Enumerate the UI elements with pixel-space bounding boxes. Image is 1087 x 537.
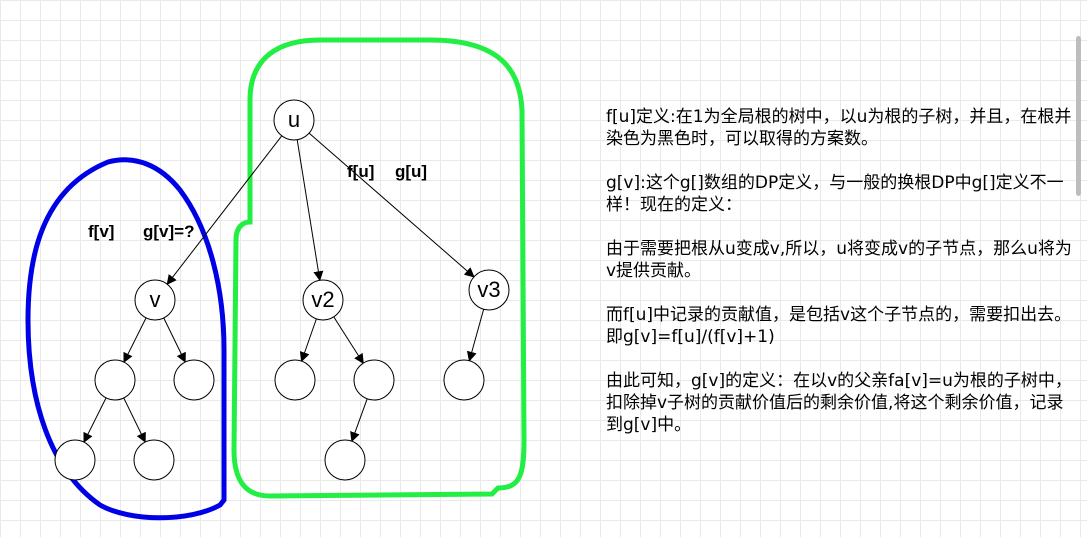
- note-formula: 而f[u]中记录的贡献值，是包括v这个子节点的，需要扣出去。即g[v]=f[u]…: [606, 305, 1072, 347]
- blue-outline: [25, 157, 227, 521]
- note-g-definition: g[v]:这个g[]数组的DP定义，与一般的换根DP中g[]定义不一样！现在的定…: [606, 173, 1064, 215]
- node-v3: [468, 269, 510, 311]
- gv-label: g[v]=?: [143, 222, 194, 241]
- edge-u-v2: [296, 139, 324, 282]
- node-v2_c2: [353, 359, 395, 401]
- scrollbar-thumb[interactable]: [1076, 36, 1081, 196]
- node-label-u: u: [288, 107, 300, 132]
- node-v3_c1: [443, 359, 485, 401]
- edge-v-v_c1: [123, 317, 147, 364]
- node-v2_c1: [274, 359, 316, 401]
- fu-label: f[u]: [347, 162, 374, 181]
- node-label-v2: v2: [311, 287, 334, 312]
- edge-v2_c2-v2_c2_c1: [350, 398, 368, 443]
- scrollbar[interactable]: [1071, 0, 1087, 537]
- node-v_c1_c2: [133, 439, 175, 481]
- edge-v3-v3_c1: [466, 309, 485, 362]
- fv-label: f[v]: [88, 222, 114, 241]
- edge-v_c1-v_c1_c2: [123, 397, 146, 443]
- edge-v2-v2_c1: [299, 318, 317, 363]
- node-v: [134, 279, 176, 321]
- edges: [83, 132, 485, 444]
- note-conclusion: 由此可知，g[v]的定义：在以v的父亲fa[v]=u为根的子树中，扣除掉v子树的…: [606, 371, 1072, 435]
- node-v2: [302, 279, 344, 321]
- node-label-v: v: [150, 287, 161, 312]
- green-outline: [231, 37, 527, 499]
- node-label-v3: v3: [477, 277, 500, 302]
- edge-u-v: [166, 135, 283, 285]
- edge-v_c1-v_c1_c1: [83, 397, 107, 444]
- node-v_c1_c1: [54, 439, 96, 481]
- edge-v2-v2_c2: [333, 316, 364, 364]
- tree-diagram: u v v2 v3 f[v] g[v]=? f[u] g[u]: [25, 37, 527, 521]
- node-v2_c2_c1: [324, 439, 366, 481]
- nodes: u v v2 v3: [54, 99, 510, 481]
- node-v_c1: [94, 359, 136, 401]
- note-root-change: 由于需要把根从u变成v,所以，u将变成v的子节点，那么u将为v提供贡献。: [606, 239, 1072, 281]
- gu-label: g[u]: [395, 162, 427, 181]
- node-u: [273, 99, 315, 141]
- edge-v-v_c2: [163, 317, 186, 363]
- notes-panel: f[u]定义:在1为全局根的树中，以u为根的子树，并且，在根并染色为黑色时，可以…: [606, 106, 1076, 458]
- edge-u-v3: [308, 132, 475, 278]
- node-v_c2: [173, 359, 215, 401]
- note-f-definition: f[u]定义:在1为全局根的树中，以u为根的子树，并且，在根并染色为黑色时，可以…: [606, 107, 1072, 149]
